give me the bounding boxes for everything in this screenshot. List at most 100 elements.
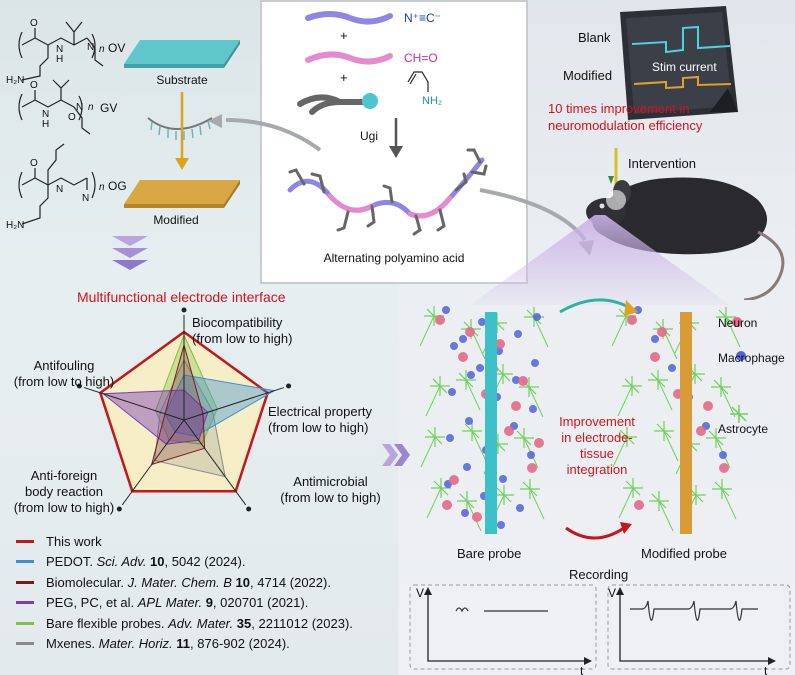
axis-label-antifouling-line-1: (from low to high) [13, 374, 115, 389]
stim-monitor [626, 12, 732, 114]
legend-text: Mxenes. Mater. Horiz. 11, 876-902 (2024)… [46, 636, 290, 651]
probes-diagram [419, 298, 748, 540]
intervention-glow [606, 190, 626, 210]
bare-recording-box [409, 584, 597, 670]
gv-nitrogen-2: N [76, 102, 83, 113]
radar-axis-arrow-icon-3 [116, 506, 122, 512]
axis-label-antimicrobial-line-0: Antimicrobial [293, 474, 368, 489]
gv-nitrogen-1: N [42, 109, 49, 120]
reagent-isocyanide: N⁺≡C⁻ [404, 11, 441, 25]
axis-label-antimicrobial-line-1: (from low to high) [280, 490, 381, 505]
og-n: n [99, 182, 105, 193]
radar-chart [76, 307, 292, 512]
allylamine-label: NH₂ [422, 95, 442, 107]
legend-item: Biomolecular. J. Mater. Chem. B 10, 4714… [16, 572, 331, 592]
probe-chevrons-icon [382, 444, 410, 466]
axis-label-electrical: Electrical property(from low to high) [268, 404, 396, 436]
blank-label: Blank [578, 30, 611, 45]
transfer-arrow-top [559, 298, 631, 314]
axis-label-anti-foreign-line-2: (from low to high) [13, 500, 115, 515]
radar-axis-1 [183, 387, 285, 421]
bare-t-axis: t [580, 664, 584, 675]
series-biomolecular [150, 343, 206, 466]
axis-label-electrical-line-0: Electrical property [268, 404, 373, 419]
radar-axis-arrow-icon-2 [246, 506, 252, 512]
axis-label-antimicrobial: Antimicrobial(from low to high) [268, 474, 393, 506]
recording-traces: V t V t [409, 584, 791, 675]
polymer-structures-diagram: O N H N n H₂N O N H O N n O N N n H₂N OV… [6, 18, 240, 270]
gv-hydrogen: H [42, 119, 49, 130]
bare-recording-trace [455, 607, 548, 613]
blank-stim-trace [631, 25, 731, 54]
radar-axis-4 [83, 387, 185, 421]
series-pedot [164, 374, 276, 437]
radar-axis-arrow-icon-1 [286, 383, 292, 389]
neuron-legend-icon [732, 317, 742, 327]
mouse-body [592, 177, 768, 255]
modified-plate [124, 180, 240, 204]
down-arrow-icon [175, 158, 189, 170]
ov-nitrogen-1: N [56, 44, 63, 55]
axis-label-anti-foreign-line-0: Anti-foreign [30, 468, 98, 483]
astrocyte-legend-icon [730, 405, 748, 423]
ov-oxygen: O [30, 18, 38, 29]
axis-label-antifouling: Antifouling(from low to high) [4, 358, 124, 390]
og-nitrogen-1: N [56, 184, 63, 195]
legend-text: This work [46, 533, 102, 549]
legend-text: Biomolecular. J. Mater. Chem. B 10, 4714… [46, 574, 331, 590]
improvement-arrow-icon [620, 522, 632, 534]
legend-swatch [16, 642, 34, 645]
axis-label-electrical-line-1: (from low to high) [268, 420, 369, 435]
legend-item: Mxenes. Mater. Horiz. 11, 876-902 (2024)… [16, 634, 290, 654]
axis-label-biocompatibility: Biocompatibility(from low to high) [192, 315, 312, 347]
macrophage-label: Macrophage [718, 351, 785, 365]
reagent-aldehyde: CH=O [404, 51, 438, 65]
ugi-label: Ugi [360, 129, 378, 143]
bare-v-axis: V [416, 586, 424, 600]
axis-label-biocompatibility-line-0: Biocompatibility [192, 315, 283, 330]
plus-1: + [340, 28, 348, 43]
polymer-brush-icon [147, 117, 213, 130]
ov-nitrogen-2: N [87, 42, 94, 53]
ov-hydrogen: H [56, 54, 63, 65]
og-oxygen: O [30, 158, 38, 169]
allylamine-structure [407, 71, 429, 92]
modified-stim-trace [633, 75, 732, 90]
gv-oxygen-2: O [68, 112, 76, 123]
series-peg [101, 389, 209, 445]
modified-label: Modified [153, 213, 198, 227]
legend-swatch [16, 560, 34, 563]
stim-current-label: Stim current [652, 60, 717, 74]
isocyanide-chain [305, 11, 393, 25]
axis-label-biocompatibility-line-1: (from low to high) [192, 331, 293, 346]
transfer-arrow-icon [624, 300, 638, 316]
modified-recording-trace [630, 600, 758, 621]
astrocyte-label: Astrocyte [718, 422, 769, 436]
legend-swatch [16, 580, 34, 584]
aldehyde-chain [305, 51, 393, 65]
legend-text: PEG, PC, et al. APL Mater. 9, 020701 (20… [46, 595, 309, 610]
plus-2: + [340, 70, 348, 85]
gv-oxygen-1: O [30, 80, 38, 91]
intervention-arrow-icon [608, 176, 614, 184]
og-amine: H₂N [6, 220, 24, 231]
og-label: OG [108, 179, 127, 193]
ov-n: n [99, 44, 105, 55]
radar-axis-arrow-icon-0 [181, 307, 187, 313]
legend-text: PEDOT. Sci. Adv. 10, 5042 (2024). [46, 554, 246, 569]
modified-recording-box [607, 584, 791, 670]
ugi-reaction-diagram: N⁺≡C⁻ + CH=O + NH₂ Ugi Alternating polya… [287, 11, 488, 265]
radar-axis-3 [121, 419, 185, 506]
modified-probe-shank [680, 312, 692, 534]
bare-probe-shank [485, 312, 497, 534]
macrophage-legend-icon [736, 351, 746, 361]
modified-probe-label: Modified probe [641, 546, 727, 561]
ugi-arrow-icon [389, 146, 403, 158]
acid-ball-icon [362, 93, 378, 109]
bare-tissue [419, 306, 549, 532]
chevron-down-icon [112, 236, 148, 270]
gv-label: GV [100, 101, 117, 115]
substrate-label: Substrate [156, 73, 208, 87]
